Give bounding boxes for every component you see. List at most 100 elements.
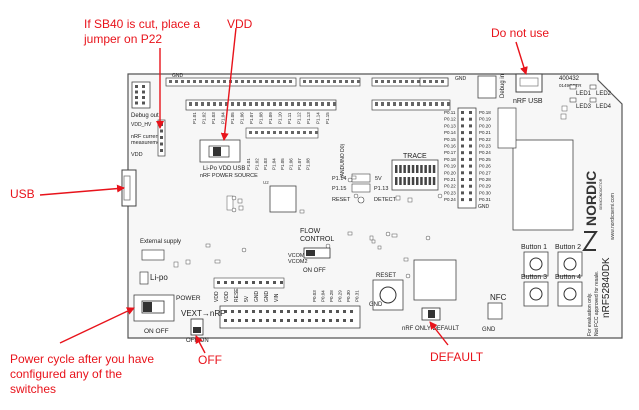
top-pin-label: P1.12 bbox=[297, 112, 302, 124]
vdd-hv-label: VDD_HV bbox=[131, 122, 152, 128]
led-1 bbox=[569, 84, 577, 90]
right-pin-label: P0.12 bbox=[444, 117, 456, 122]
nfc-connector bbox=[487, 302, 503, 320]
led-label: LED3 bbox=[576, 104, 592, 110]
top-pin-label: P1.02 bbox=[202, 112, 207, 124]
vcom0-label: VCOM0 bbox=[288, 253, 308, 259]
right-pin-label: P0.28 bbox=[479, 177, 491, 182]
top-pin-label: P1.05 bbox=[230, 112, 235, 124]
brand-sub: SEMICONDUCTOR bbox=[599, 178, 603, 210]
annotation-usb: USB bbox=[10, 187, 35, 201]
right-pin-label: P0.18 bbox=[479, 110, 491, 115]
reset-button[interactable] bbox=[379, 286, 397, 304]
right-pin-label: P0.21 bbox=[479, 130, 491, 135]
right-pin-label: P0.31 bbox=[479, 197, 491, 202]
svg-text:P1.01: P1.01 bbox=[246, 158, 251, 170]
top-pin-label: P1.15 bbox=[325, 112, 330, 124]
top-pin-label: P1.09 bbox=[268, 112, 273, 124]
annotation-sb40-line-1: If SB40 is cut, place a bbox=[84, 17, 201, 31]
svg-text:P1.08: P1.08 bbox=[306, 158, 311, 170]
top-pin-label: P1.06 bbox=[240, 112, 245, 124]
right-pin-label: P0.22 bbox=[444, 184, 456, 189]
annotation-power-cycle-line-1: Power cycle after you have bbox=[10, 352, 155, 366]
button-2[interactable] bbox=[563, 257, 577, 271]
svg-text:U2: U2 bbox=[263, 180, 269, 185]
annotation-do-not-use: Do not use bbox=[491, 26, 550, 40]
nrf-current-label-2: measurement bbox=[131, 140, 165, 146]
annotation-sb40-line-2: jumper on P22 bbox=[84, 32, 163, 46]
bottom-pin-label: P0.04 bbox=[321, 290, 326, 302]
top-pin-label: P1.10 bbox=[278, 112, 283, 124]
annotation-arrows bbox=[39, 27, 528, 354]
top-pin-label: P1.08 bbox=[259, 112, 264, 124]
left-header-label: RESET bbox=[234, 285, 240, 302]
led-3 bbox=[569, 97, 577, 103]
annotation-vdd: VDD bbox=[227, 17, 253, 31]
right-pin-label: P0.19 bbox=[479, 117, 491, 122]
right-pin-label: P0.19 bbox=[444, 164, 456, 169]
gnd-label-top-right: GND bbox=[455, 76, 467, 82]
arrow-off bbox=[195, 335, 206, 354]
flow-control-switch bbox=[303, 247, 331, 259]
svg-text:RESET: RESET bbox=[332, 197, 351, 203]
left-header-label: 5V bbox=[244, 295, 250, 302]
bottom-pin-label: P0.03 bbox=[312, 290, 317, 302]
eval-note-2: Not FCC approved for resale. bbox=[594, 271, 600, 336]
top-pin-label: P1.07 bbox=[249, 112, 254, 124]
button-4[interactable] bbox=[563, 287, 577, 301]
vext-nrf-label: VEXT→nRF bbox=[181, 309, 225, 318]
svg-text:5V: 5V bbox=[375, 176, 382, 182]
brand-logo: NORDIC bbox=[583, 171, 599, 226]
product-name: nRF52840DK bbox=[601, 257, 612, 318]
left-header-label: GND bbox=[254, 291, 260, 303]
svg-text:P1.02: P1.02 bbox=[255, 158, 260, 170]
trace-label: TRACE bbox=[403, 153, 427, 160]
right-pin-label: P0.25 bbox=[479, 157, 491, 162]
right-pin-label: P0.15 bbox=[444, 137, 456, 142]
arrow-power-cycle bbox=[59, 307, 135, 344]
svg-text:P1.15: P1.15 bbox=[332, 186, 346, 192]
brand-url: www.nordicsemi.com bbox=[610, 193, 616, 240]
arrow-default bbox=[429, 321, 449, 346]
right-pin-header bbox=[457, 107, 477, 209]
svg-text:P1.06: P1.06 bbox=[289, 158, 294, 170]
right-pin-label: P0.21 bbox=[444, 177, 456, 182]
right-pin-label: P0.23 bbox=[444, 190, 456, 195]
right-pin-label: P0.20 bbox=[444, 170, 456, 175]
top-pin-label: P1.04 bbox=[221, 112, 226, 124]
flow-on-off-label: ON OFF bbox=[303, 268, 326, 274]
led-label: LED2 bbox=[596, 91, 612, 97]
gnd-label-right: GND bbox=[482, 327, 496, 333]
right-pin-label: P0.30 bbox=[479, 190, 491, 195]
right-pin-label: P0.16 bbox=[444, 144, 456, 149]
left-header-label: VDD bbox=[214, 291, 220, 302]
right-pin-label: P0.17 bbox=[444, 150, 456, 155]
left-header-label: VIN bbox=[274, 293, 280, 302]
button-label: Button 1 bbox=[521, 244, 547, 251]
svg-text:P1.13: P1.13 bbox=[374, 186, 388, 192]
nfc-label: NFC bbox=[490, 293, 507, 302]
annotation-power-cycle-line-3: switches bbox=[10, 382, 57, 396]
led-label: LED1 bbox=[576, 91, 592, 97]
arrow-vdd bbox=[220, 27, 237, 141]
gnd-label-top: GND bbox=[172, 73, 184, 79]
gnd-label-bottom: GND bbox=[369, 302, 383, 308]
button-1[interactable] bbox=[529, 257, 543, 271]
svg-text:P1.05: P1.05 bbox=[280, 158, 285, 170]
top-pin-label: P1.03 bbox=[211, 112, 216, 124]
svg-text:DETECT: DETECT bbox=[374, 197, 397, 203]
bottom-pin-label: P0.30 bbox=[346, 290, 351, 302]
arrow-do-not-use bbox=[515, 41, 528, 75]
debug-in-connector bbox=[477, 75, 497, 99]
button-label: Button 2 bbox=[555, 244, 581, 251]
right-pin-label: P0.13 bbox=[444, 123, 456, 128]
button-3[interactable] bbox=[529, 287, 543, 301]
module-u1 bbox=[512, 139, 574, 231]
led-label: LED4 bbox=[596, 104, 612, 110]
bottom-pin-label: P0.29 bbox=[338, 290, 343, 302]
button-label: Button 3 bbox=[521, 274, 547, 281]
power-label: POWER bbox=[176, 295, 201, 302]
